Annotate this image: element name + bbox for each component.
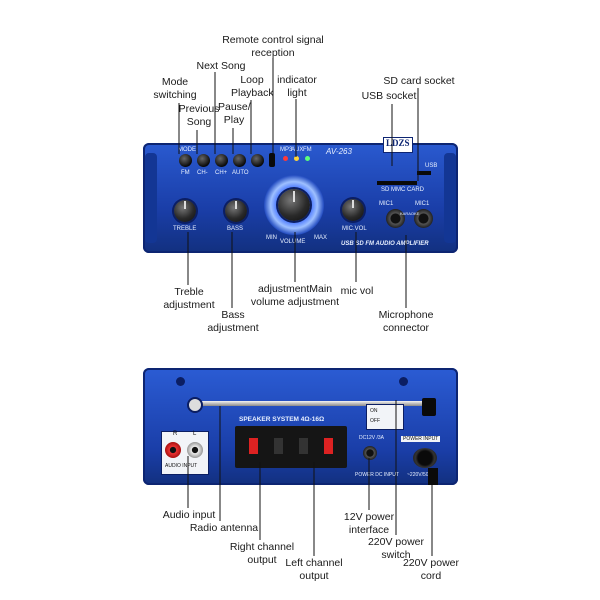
terminal-red-1[interactable] (249, 438, 258, 454)
loop-playback-button[interactable] (251, 154, 264, 167)
label-pause-play: Pause/ Play (218, 101, 251, 126)
sd-card-socket[interactable] (377, 181, 417, 185)
fm-led-label: FM (303, 147, 312, 153)
power-input-label: POWER INPUT (401, 436, 441, 442)
label-radio-antenna: Radio antenna (189, 522, 259, 534)
ac-cord-grommet (413, 448, 437, 468)
switch-plate (366, 404, 404, 430)
sd-label: SD MMC CARD (381, 187, 424, 193)
mic1-label-a: MIC1 (379, 201, 394, 207)
treble-label: TREBLE (173, 226, 197, 232)
mic1-label-b: MIC1 (415, 201, 430, 207)
auto-label: AUTO (232, 170, 249, 176)
label-microphone-connector: Microphone connector (378, 309, 434, 334)
rca-right-jack[interactable] (165, 442, 181, 458)
dc-label: DC12V /3A (359, 435, 385, 441)
aux-label: AUX (291, 147, 304, 153)
audio-input-label: AUDIO INPUT (165, 463, 198, 469)
volume-label: VOLUME (280, 239, 306, 245)
label-previous-song: Previous Song (178, 103, 220, 128)
rca-left-jack[interactable] (187, 442, 203, 458)
max-label: MAX (314, 235, 328, 241)
model-label: AV-263 (326, 147, 352, 156)
antenna-mount (187, 397, 203, 413)
indicator-led-green (305, 156, 310, 161)
ir-receiver (269, 153, 275, 167)
dc-power-jack[interactable] (363, 446, 377, 460)
terminal-red-2[interactable] (324, 438, 333, 454)
terminal-black-1[interactable] (274, 438, 283, 454)
min-label: MIN (266, 235, 277, 241)
fm-label: FM (181, 170, 190, 176)
label-main-volume: adjustmentMain volume adjustment (250, 283, 340, 308)
mic-vol-label: MIC.VOL (342, 226, 367, 232)
previous-song-button[interactable] (197, 154, 210, 167)
volume-knob[interactable] (278, 189, 310, 221)
label-220v-cord: 220V power cord (402, 557, 460, 582)
ch-plus-label: CH+ (215, 170, 228, 176)
label-12v-power: 12V power interface (343, 511, 395, 536)
label-bass-adjustment: Bass adjustment (207, 309, 259, 334)
karaoke-label: KARAOKE (400, 211, 420, 216)
power-cord (428, 468, 438, 485)
label-left-channel: Left channel output (285, 557, 343, 582)
screw-top-right (399, 377, 408, 386)
slogan-label: USB SD FM AUDIO AMPLIFIER (341, 241, 429, 247)
label-mic-vol: mic vol (340, 285, 374, 297)
label-remote-control: Remote control signal reception (222, 34, 324, 59)
mic-vol-knob[interactable] (342, 199, 364, 221)
pause-play-button[interactable] (233, 154, 246, 167)
off-label: OFF (370, 418, 380, 424)
label-treble-adjustment: Treble adjustment (163, 286, 215, 311)
power-dc-input-label: POWER DC INPUT (355, 472, 399, 478)
label-loop-playback: Loop Playback (231, 74, 274, 99)
terminal-black-2[interactable] (299, 438, 308, 454)
antenna-rod[interactable] (191, 401, 431, 406)
mic-jack-2[interactable] (414, 209, 433, 228)
label-220v-switch: 220V power switch (367, 536, 425, 561)
bass-label: BASS (227, 226, 244, 232)
indicator-led-red (283, 156, 288, 161)
left-handle (145, 153, 157, 243)
label-audio-input: Audio input (162, 509, 216, 521)
brand-label: LDZS (386, 138, 410, 148)
ac-label: ~220V/50Hz (407, 472, 435, 478)
screw-top-left (176, 377, 185, 386)
right-handle (444, 153, 456, 243)
label-indicator-light: indicator light (277, 74, 317, 99)
label-mode-switching: Mode switching (153, 76, 197, 101)
speaker-system-label: SPEAKER SYSTEM 4Ω-16Ω (239, 416, 325, 423)
usb-label: USB (425, 163, 438, 169)
usb-socket[interactable] (417, 171, 431, 175)
front-panel: MODE FM CH- CH+ AUTO MP3 AUX FM AV-263 L… (143, 137, 458, 253)
label-next-song: Next Song (196, 60, 246, 72)
brand-logo (383, 137, 413, 153)
indicator-led-yellow (294, 156, 299, 161)
mic-jack-1[interactable] (386, 209, 405, 228)
mode-button[interactable] (179, 154, 192, 167)
label-sd-card-socket: SD card socket (383, 75, 455, 87)
next-song-button[interactable] (215, 154, 228, 167)
mp3-label: MP3 (280, 147, 293, 153)
l-label: L (193, 431, 197, 437)
ch-minus-label: CH- (197, 170, 208, 176)
power-switch[interactable] (422, 398, 436, 416)
treble-knob[interactable] (174, 200, 196, 222)
r-label: R (173, 431, 178, 437)
label-right-channel: Right channel output (229, 541, 295, 566)
bass-knob[interactable] (225, 200, 247, 222)
on-label: ON (370, 408, 378, 414)
mode-label: MODE (178, 147, 196, 153)
rear-panel: R L AUDIO INPUT SPEAKER SYSTEM 4Ω-16Ω DC… (143, 368, 458, 485)
label-usb-socket: USB socket (361, 90, 417, 102)
